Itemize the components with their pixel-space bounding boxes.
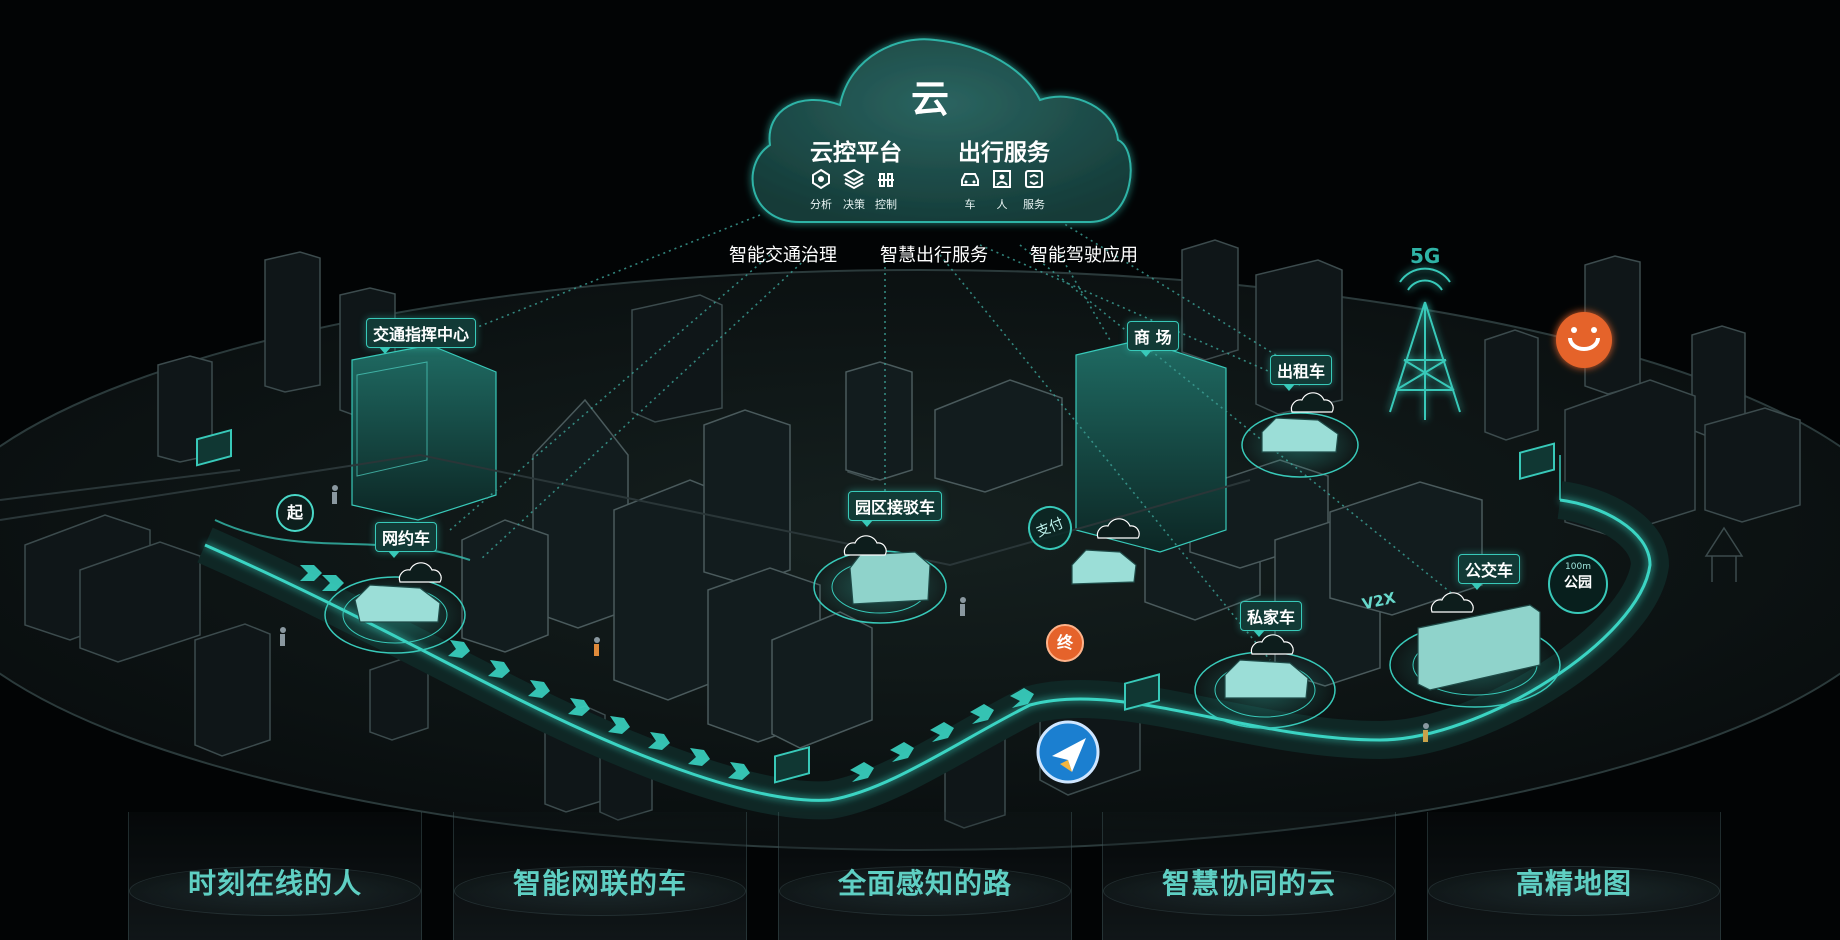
- pillar-hd-map-label: 高精地图: [1515, 867, 1632, 900]
- signal-clouds: [398, 392, 1474, 655]
- 5g-label: 5G: [1410, 244, 1441, 268]
- car-label: 车: [964, 198, 976, 211]
- service-traffic-governance: 智能交通治理: [729, 245, 837, 266]
- tag-taxi: 出租车: [1270, 355, 1333, 391]
- park-shuttle-icon: [849, 551, 931, 605]
- mall-car-icon: [1071, 549, 1137, 585]
- cloud-control-platform-title: 云控平台: [810, 140, 902, 166]
- traffic-center-screen: [356, 361, 428, 477]
- analysis-item: 分析: [806, 168, 836, 212]
- tag-bus: 公交车: [1458, 554, 1521, 590]
- bus-icon: [1417, 604, 1541, 691]
- mall-tower: [1075, 339, 1227, 553]
- service-smart-mobility: 智慧出行服务: [880, 245, 988, 266]
- tag-traffic-center: 交通指挥中心: [366, 318, 477, 354]
- traffic-center-tower: [351, 344, 497, 521]
- decision-item: 决策: [839, 168, 869, 212]
- car-item: 车: [955, 168, 985, 212]
- ride-hailing-car-icon: [354, 584, 441, 623]
- pillar-vehicles-label: 智能网联的车: [512, 867, 687, 900]
- central-buildings: [461, 361, 1483, 749]
- decision-icon: [842, 168, 866, 190]
- person-item: 人: [987, 168, 1017, 212]
- car-icon: [961, 173, 979, 186]
- app-logo: [1556, 312, 1612, 368]
- analysis-label: 分析: [810, 198, 832, 211]
- bus-cloud-icon: [1430, 592, 1474, 613]
- navigation-logo: [1036, 720, 1100, 784]
- pillar-cloud: 智慧协同的云: [1102, 812, 1396, 940]
- decision-label: 决策: [843, 198, 865, 211]
- pillar-hd-map: 高精地图: [1427, 812, 1721, 940]
- connection-lines: [449, 214, 1461, 661]
- roadside-units: [196, 428, 1555, 784]
- person-icon: [993, 170, 1011, 188]
- service-label: 服务: [1023, 198, 1045, 211]
- control-icon: [878, 173, 894, 187]
- tag-ride-hailing: 网约车: [375, 522, 438, 558]
- end-marker: 终: [1046, 624, 1084, 662]
- pedestrians: [280, 485, 1429, 742]
- cloud-title: 云: [910, 77, 949, 121]
- service-autonomous-driving: 智能驾驶应用: [1030, 245, 1138, 266]
- park-badge: 100m 公园: [1548, 554, 1608, 614]
- pillar-people: 时刻在线的人: [128, 812, 422, 940]
- pillar-cloud-label: 智慧协同的云: [1161, 867, 1336, 900]
- vehicles: [354, 417, 1541, 699]
- analysis-icon: [812, 168, 830, 190]
- pillar-people-label: 时刻在线的人: [187, 867, 362, 900]
- mobility-service-title: 出行服务: [958, 140, 1050, 166]
- tag-private-car: 私家车: [1240, 601, 1303, 637]
- person-label: 人: [996, 198, 1008, 211]
- shuttle-cloud-icon: [843, 535, 887, 556]
- taxi-car-icon: [1261, 417, 1339, 453]
- pillar-roads-label: 全面感知的路: [837, 867, 1012, 900]
- mall-cloud-icon: [1096, 518, 1140, 539]
- ride-hailing-cloud-icon: [398, 562, 442, 583]
- control-item: 控制: [871, 168, 901, 212]
- park-name: 公园: [1564, 575, 1592, 591]
- control-label: 控制: [875, 198, 897, 211]
- service-item: 服务: [1019, 168, 1049, 212]
- tag-park-shuttle: 园区接驳车: [848, 491, 943, 527]
- service-icon: [1025, 170, 1043, 188]
- pillar-roads: 全面感知的路: [778, 812, 1072, 940]
- 5g-tower-icon: [1389, 267, 1461, 420]
- tag-mall: 商 场: [1127, 321, 1179, 357]
- lane-arrows: [300, 565, 1034, 782]
- taxi-cloud-icon: [1290, 392, 1334, 413]
- road-network: [0, 453, 1670, 820]
- pillar-vehicles: 智能网联的车: [453, 812, 747, 940]
- private-car-icon: [1224, 659, 1309, 699]
- private-car-cloud-icon: [1250, 634, 1294, 655]
- start-marker: 起: [276, 494, 314, 532]
- gazebo-icon: [1704, 526, 1744, 582]
- park-distance: 100m: [1565, 562, 1591, 572]
